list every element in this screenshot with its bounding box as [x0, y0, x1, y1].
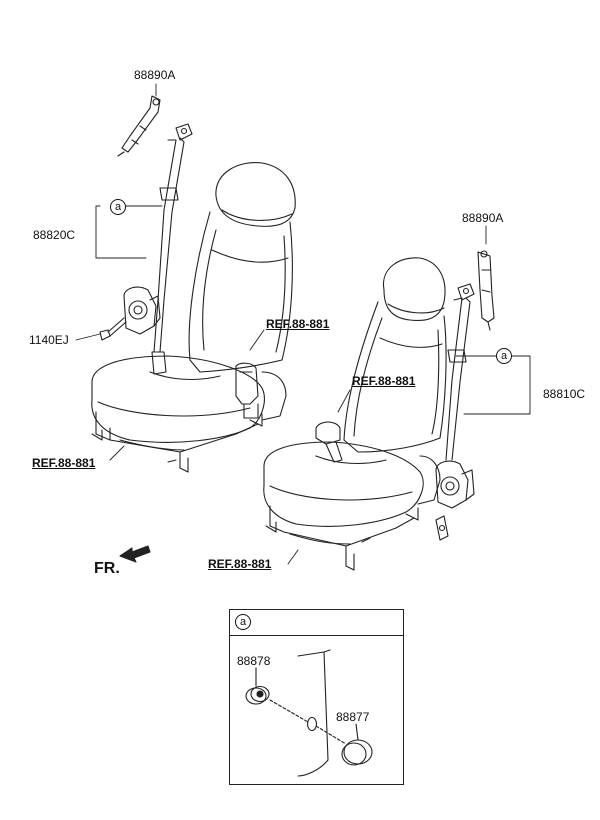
ref-rail-right[interactable]: REF.88-881: [208, 557, 272, 571]
front-indicator: FR.: [94, 560, 120, 577]
right-belt: [435, 283, 475, 541]
ref-buckle-right[interactable]: REF.88-881: [352, 374, 416, 388]
label-88890a-left: 88890A: [134, 68, 176, 82]
left-belt: [123, 123, 193, 375]
detail-inset: a: [229, 609, 404, 785]
front-arrow: [119, 545, 151, 563]
label-88890a-right: 88890A: [462, 211, 504, 225]
left-seat: [91, 162, 296, 473]
bolt: [99, 317, 127, 341]
inset-callout-a: a: [235, 614, 251, 630]
ref-buckle-left[interactable]: REF.88-881: [266, 317, 330, 331]
label-88820c: 88820C: [33, 228, 76, 242]
left-buckle: [235, 362, 259, 419]
callout-a-left: a: [110, 199, 126, 215]
label-1140ej: 1140EJ: [29, 333, 69, 347]
label-88877: 88877: [336, 710, 370, 724]
inset-header: a: [230, 610, 403, 636]
left-height-adjuster: [117, 95, 161, 157]
right-height-adjuster: [477, 250, 495, 331]
callout-a-right: a: [496, 348, 512, 364]
label-88878: 88878: [237, 654, 271, 668]
inset-drawing: [245, 649, 373, 777]
leader-lines: [75, 83, 531, 565]
label-88810c: 88810C: [543, 387, 586, 401]
ref-rail-left[interactable]: REF.88-881: [32, 456, 96, 470]
right-seat: [263, 257, 447, 571]
right-buckle: [315, 421, 343, 463]
